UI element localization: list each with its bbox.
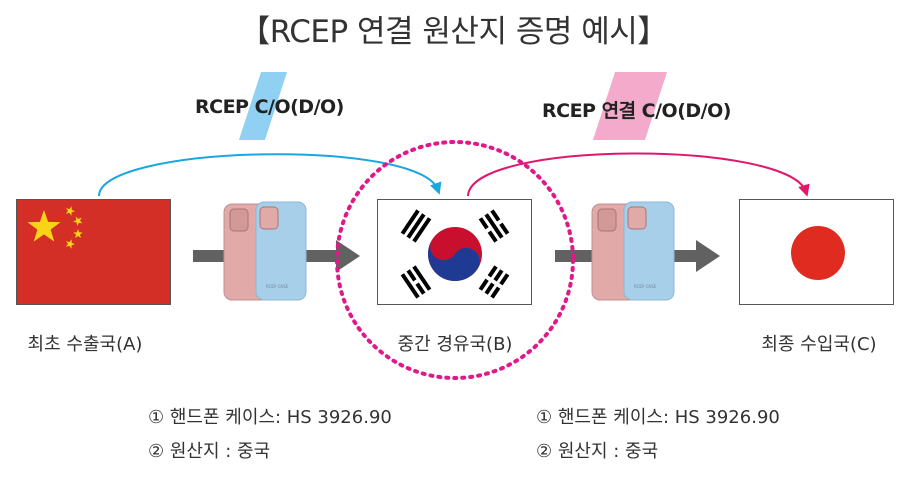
korea-flag-emblem [400, 209, 510, 299]
rcep-co-label: RCEP C/O(D/O) [195, 96, 344, 118]
korea-flag [377, 199, 532, 305]
info-left-item-2: ② 원산지 : 중국 [148, 441, 271, 462]
country-label-b: 중간 경유국(B) [397, 334, 513, 355]
dotted-circle [335, 140, 575, 380]
info-block-right: ① 핸드폰 케이스: HS 3926.90 ② 원산지 : 중국 [536, 401, 780, 469]
info-right-item-2: ② 원산지 : 중국 [536, 441, 659, 462]
svg-text:RCEP CASE: RCEP CASE [634, 284, 657, 289]
info-block-left: ① 핸드폰 케이스: HS 3926.90 ② 원산지 : 중국 [148, 401, 392, 469]
rcep-linked-co-label: RCEP 연결 C/O(D/O) [542, 100, 731, 122]
japan-flag-sun [791, 226, 845, 280]
arrow-right-icon [696, 240, 720, 272]
svg-text:RCEP CASE: RCEP CASE [266, 284, 289, 289]
blue-curved-arrow [98, 153, 442, 197]
page-title: 【RCEP 연결 원산지 증명 예시】 [239, 14, 668, 50]
arrow-right-icon [336, 240, 360, 272]
info-left-item-1: ① 핸드폰 케이스: HS 3926.90 [148, 407, 392, 428]
info-right-item-1: ① 핸드폰 케이스: HS 3926.90 [536, 407, 780, 428]
country-label-a: 최초 수출국(A) [27, 334, 143, 355]
phone-case-icon: RCEP CASE [591, 201, 675, 301]
pink-curved-arrow [467, 152, 810, 197]
country-label-c: 최종 수입국(C) [761, 334, 877, 355]
japan-flag [739, 199, 894, 305]
china-flag-stars [27, 206, 83, 249]
phone-case-icon: RCEP CASE [223, 201, 307, 301]
china-flag [16, 199, 171, 305]
